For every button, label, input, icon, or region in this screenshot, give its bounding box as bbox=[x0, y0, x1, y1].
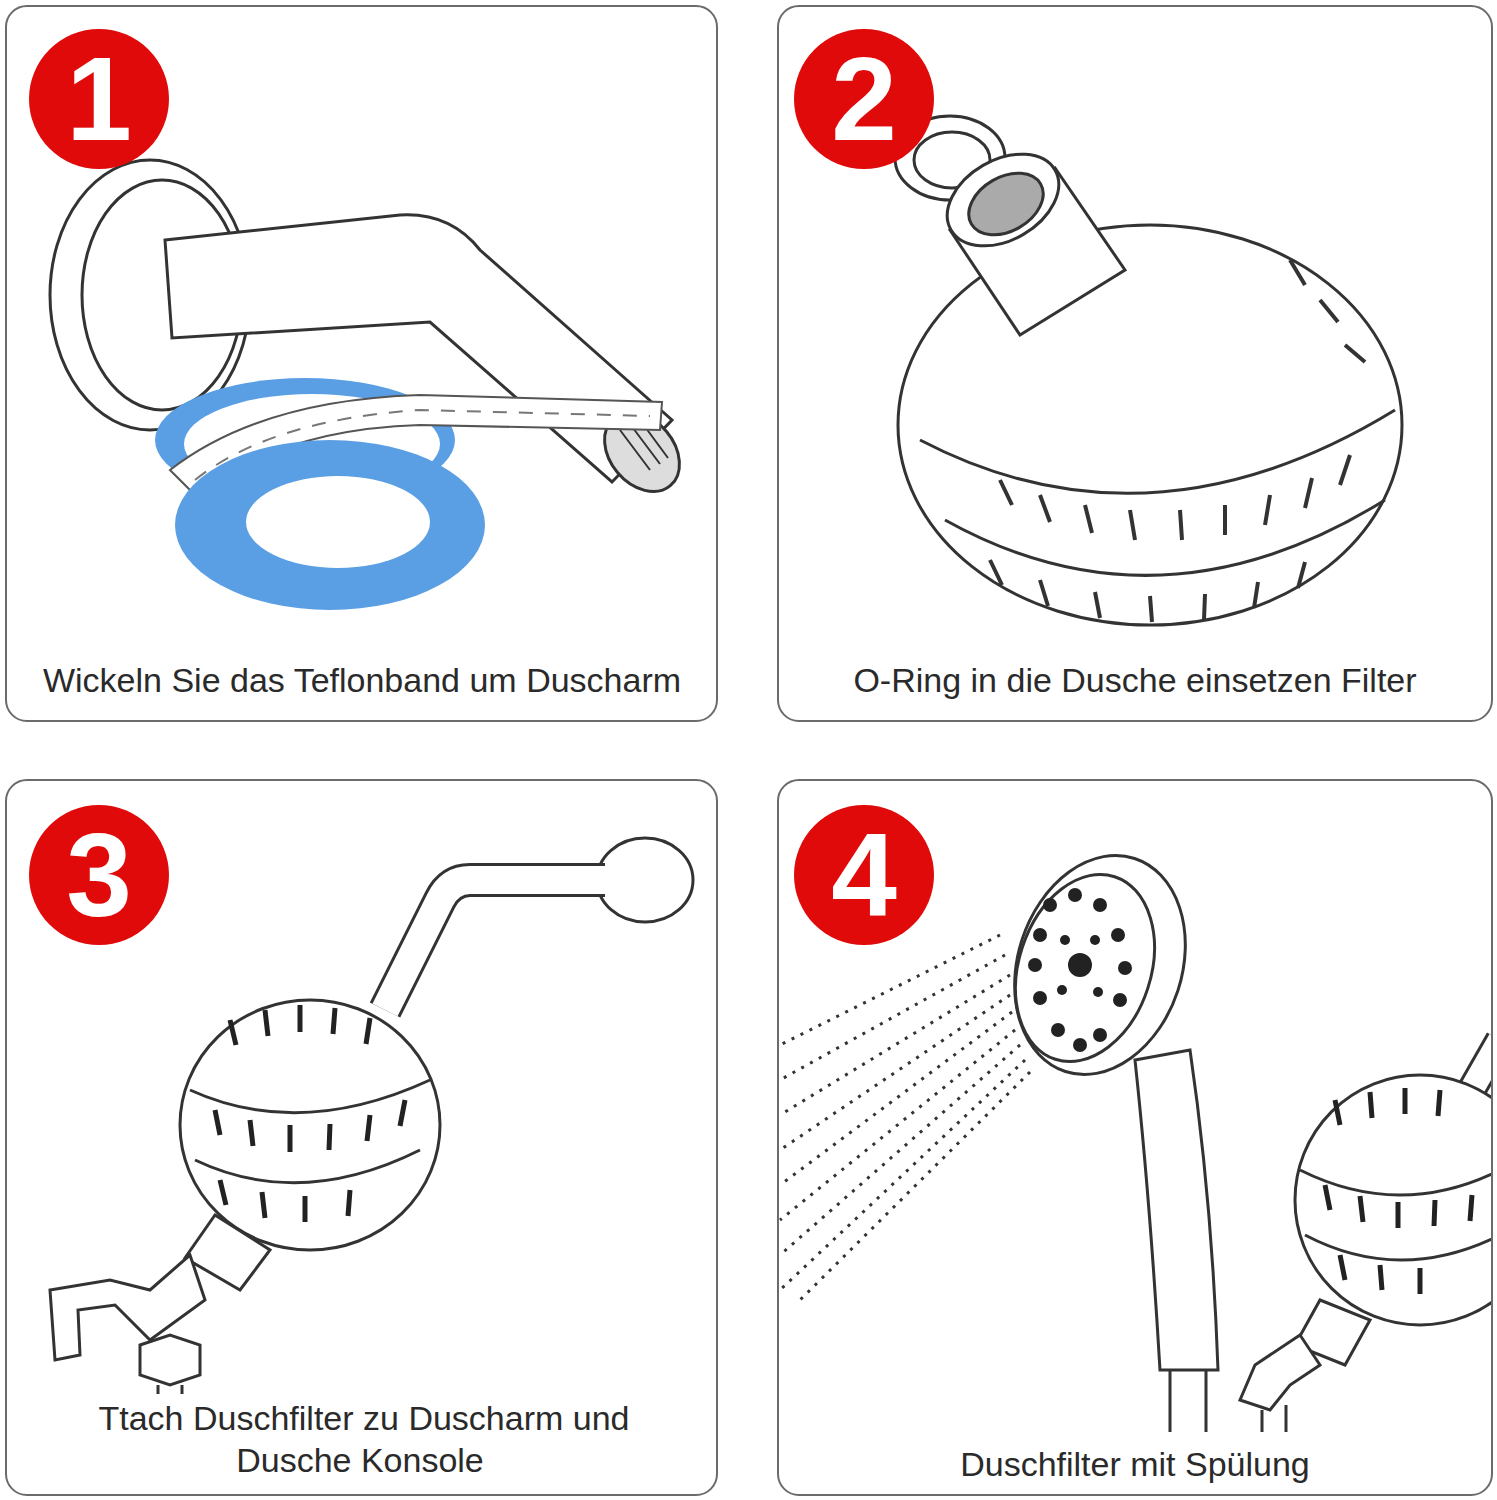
step-number-circle: 2 bbox=[794, 29, 934, 169]
step-caption: Ttach Duschfilter zu Duscharm und Dusche… bbox=[95, 1399, 630, 1479]
step-caption: Wickeln Sie das Teflonband um Duscharm bbox=[39, 661, 685, 699]
step-panel: Duschfilter mit Spülung 4 bbox=[777, 779, 1493, 1496]
step-caption: O-Ring in die Dusche einsetzen Filter bbox=[849, 661, 1420, 699]
neck-opening bbox=[931, 135, 1075, 264]
spray-nozzles bbox=[1028, 888, 1132, 1052]
step-panel: O-Ring in die Dusche einsetzen Filter 2 bbox=[777, 5, 1493, 722]
filter-ridges bbox=[1325, 1088, 1472, 1294]
hose bbox=[1170, 1370, 1286, 1432]
shower-arm bbox=[385, 880, 605, 1010]
step-number-circle: 3 bbox=[29, 805, 169, 945]
step-number-circle: 1 bbox=[29, 29, 169, 169]
wall-flange bbox=[597, 838, 693, 922]
neck-thread bbox=[958, 161, 1054, 248]
shower-arm-tape bbox=[50, 160, 695, 610]
filter-ridges bbox=[215, 1005, 405, 1222]
step-number-circle: 4 bbox=[794, 805, 934, 945]
step-number: 4 bbox=[831, 816, 897, 934]
filter-body bbox=[1295, 1075, 1491, 1325]
hand-shower-head bbox=[987, 833, 1212, 1097]
filter-band bbox=[190, 1080, 430, 1183]
step-panel: Wickeln Sie das Teflonband um Duscharm 1 bbox=[5, 5, 718, 722]
filter-body bbox=[898, 225, 1402, 625]
water-spray bbox=[780, 935, 1030, 1300]
caption-box: O-Ring in die Dusche einsetzen Filter bbox=[790, 659, 1480, 701]
step-caption: Duschfilter mit Spülung bbox=[956, 1445, 1314, 1483]
caption-box: Ttach Duschfilter zu Duscharm und Dusche… bbox=[52, 1397, 672, 1481]
shower-arm-outline bbox=[385, 880, 605, 1010]
hand-shower-handle bbox=[1135, 1050, 1218, 1370]
hand-shower-face bbox=[993, 856, 1178, 1079]
caption-box: Duschfilter mit Spülung bbox=[790, 1443, 1480, 1485]
hose-nut bbox=[140, 1335, 200, 1385]
filter-body bbox=[180, 1000, 440, 1250]
step-number: 2 bbox=[831, 40, 897, 158]
step-number: 1 bbox=[66, 40, 132, 158]
shower-bracket bbox=[1240, 1335, 1320, 1410]
step-panel: Ttach Duschfilter zu Duscharm und Dusche… bbox=[5, 779, 718, 1496]
tape-ring-lower-hole bbox=[246, 476, 430, 568]
tape-ring-lower bbox=[175, 440, 485, 610]
filter-with-o-ring bbox=[895, 116, 1402, 625]
filter-band bbox=[920, 410, 1395, 575]
filter-ridges bbox=[990, 260, 1365, 622]
hose bbox=[158, 1385, 182, 1394]
step-number: 3 bbox=[66, 816, 132, 934]
caption-box: Wickeln Sie das Teflonband um Duscharm bbox=[17, 659, 707, 701]
